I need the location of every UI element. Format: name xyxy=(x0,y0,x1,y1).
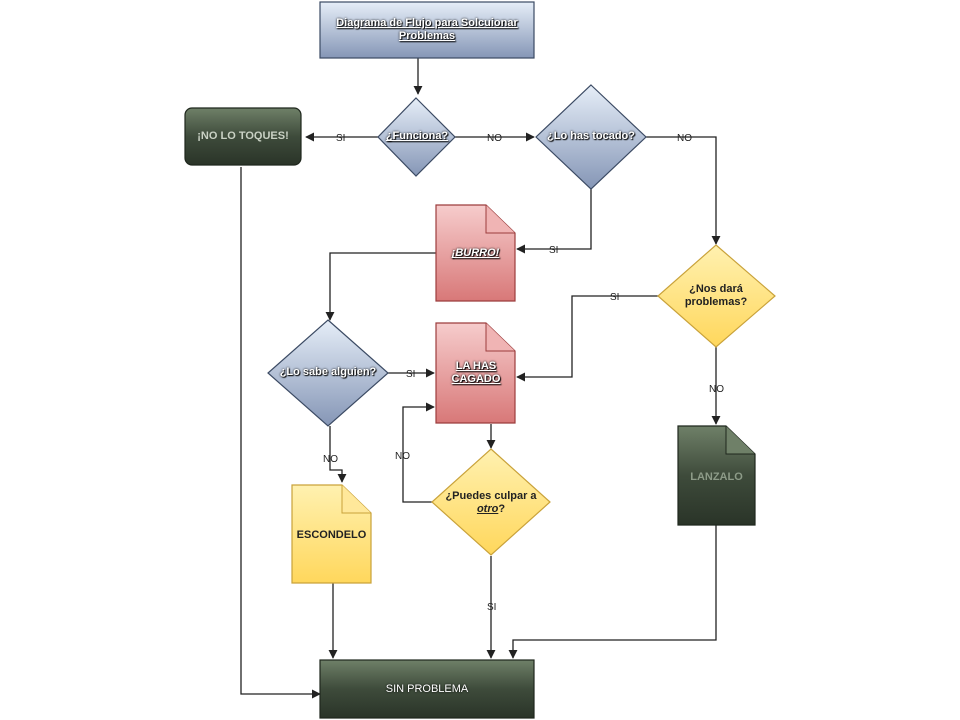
decision-funciona xyxy=(377,97,456,177)
title-label: Diagrama de Flujo para Solcuionar Proble… xyxy=(336,16,518,42)
la-has-cagado-label: LA HAS CAGADO xyxy=(451,359,501,385)
no-lo-toques-text: ¡NO LO TOQUES! xyxy=(187,110,299,163)
edge-lo-sabe-no xyxy=(329,426,347,483)
title-text: Diagrama de Flujo para Solcuionar Proble… xyxy=(322,4,532,56)
lanzalo-text: LANZALO xyxy=(678,468,755,488)
decision-nos-dara-problemas xyxy=(657,244,776,348)
terminal-sin-problema xyxy=(319,659,535,719)
nos-dara-label: ¿Nos dará problemas? xyxy=(684,282,748,308)
edge-label-culpar-si: SI xyxy=(487,602,497,613)
puedes-culpar-suffix: ? xyxy=(498,503,506,515)
edge-tocado-si xyxy=(516,189,592,254)
edge-culpar-no xyxy=(402,402,435,503)
escondelo-label: ESCONDELO xyxy=(296,529,367,542)
nos-dara-text: ¿Nos dará problemas? xyxy=(676,278,756,314)
edge-label-lo-sabe-no: NO xyxy=(323,454,338,465)
edge-lanzalo-to-sin xyxy=(508,525,717,659)
edge-label-lo-sabe-si: SI xyxy=(406,369,416,380)
edge-nos-dara-si xyxy=(516,295,660,382)
no-lo-toques-label: ¡NO LO TOQUES! xyxy=(197,129,289,142)
decision-lo-sabe-alguien xyxy=(267,319,389,427)
edge-label-funciona-si: SI xyxy=(336,133,346,144)
edge-label-nos-dara-no: NO xyxy=(709,384,724,395)
funciona-label: ¿Funciona? xyxy=(385,130,449,143)
edge-label-tocado-no: NO xyxy=(677,133,692,144)
edge-tocado-no xyxy=(646,136,721,245)
funciona-text: ¿Funciona? xyxy=(372,128,462,146)
sin-problema-text: SIN PROBLEMA xyxy=(322,680,532,700)
escondelo-text: ESCONDELO xyxy=(292,526,371,546)
lo-has-tocado-label: ¿Lo has tocado? xyxy=(547,130,635,143)
edge-burro-to-lo-sabe xyxy=(325,252,436,321)
document-escondelo-fold xyxy=(341,485,371,514)
terminal-no-lo-toques xyxy=(184,107,302,166)
puedes-culpar-text: ¿Puedes culpar a otro? xyxy=(440,486,542,520)
document-lanzalo-fold xyxy=(725,426,755,455)
burro-label: ¡BURRO! xyxy=(451,247,500,260)
lo-sabe-text: ¿Lo sabe alguien? xyxy=(264,364,392,382)
lo-sabe-label: ¿Lo sabe alguien? xyxy=(279,366,377,379)
connectors xyxy=(240,58,721,699)
edge-label-tocado-si: SI xyxy=(549,245,559,256)
edge-notoques-to-sin xyxy=(240,167,321,699)
puedes-culpar-label: ¿Puedes culpar a otro? xyxy=(445,490,536,516)
decision-puedes-culpar xyxy=(431,448,551,556)
edge-label-nos-dara-si: SI xyxy=(610,292,620,303)
burro-text: ¡BURRO! xyxy=(436,244,515,264)
decision-lo-has-tocado xyxy=(535,84,647,190)
la-has-cagado-text: LA HAS CAGADO xyxy=(440,356,512,390)
puedes-culpar-prefix: ¿Puedes culpar a xyxy=(445,489,537,502)
edge-label-culpar-no: NO xyxy=(395,451,410,462)
puedes-culpar-otro: otro xyxy=(476,503,499,515)
lo-has-tocado-text: ¿Lo has tocado? xyxy=(536,128,646,146)
title-box xyxy=(319,1,535,59)
edge-label-funciona-no: NO xyxy=(487,133,502,144)
lanzalo-label: LANZALO xyxy=(690,471,743,484)
sin-problema-label: SIN PROBLEMA xyxy=(385,683,469,696)
document-cagado-fold xyxy=(485,323,515,352)
document-burro-fold xyxy=(485,205,515,234)
